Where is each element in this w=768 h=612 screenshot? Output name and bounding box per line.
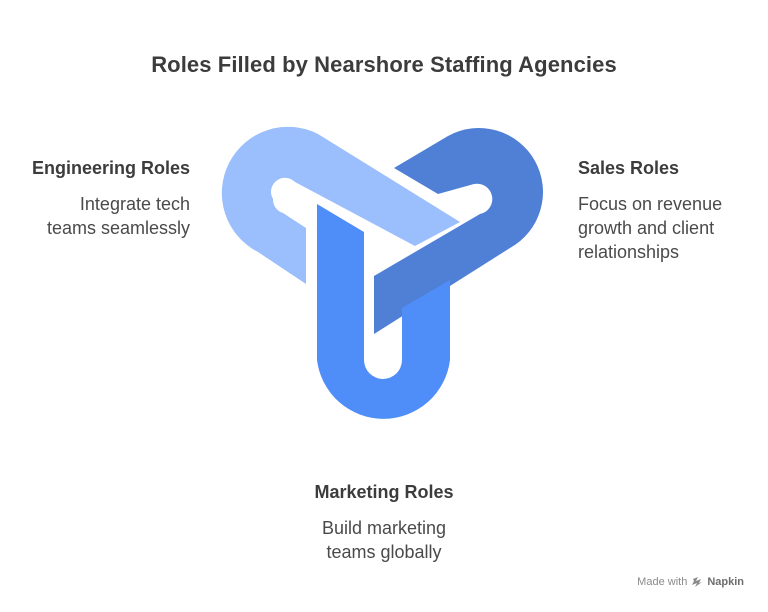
- engineering-description-line: Integrate tech: [79, 194, 190, 214]
- sales-description-line: Focus on revenue: [578, 194, 723, 214]
- marketing-loop: [317, 204, 450, 419]
- engineering-heading: Engineering Roles: [31, 158, 190, 178]
- marketing-description-line: teams globally: [326, 542, 442, 562]
- engineering-description-line: teams seamlessly: [46, 218, 190, 238]
- engineering-description: Integrate tech teams seamlessly: [47, 192, 190, 240]
- engineering-loop: [221, 126, 460, 284]
- sales-description: Focus on revenue growth and client relat…: [578, 192, 722, 264]
- napkin-logo-icon: [692, 577, 703, 587]
- sales-loop: [374, 128, 543, 334]
- marketing-description: Build marketing teams globally: [284, 516, 484, 564]
- made-with-footer[interactable]: Made with Napkin: [637, 576, 744, 588]
- page-title: Roles Filled by Nearshore Staffing Agenc…: [151, 52, 617, 77]
- sales-heading: Sales Roles: [578, 158, 680, 178]
- sales-description-line: relationships: [578, 242, 680, 262]
- marketing-description-line: Build marketing: [321, 518, 447, 538]
- marketing-heading: Marketing Roles: [314, 482, 454, 502]
- napkin-brand: Napkin: [707, 576, 744, 588]
- made-with-label: Made with: [637, 576, 688, 588]
- sales-description-line: growth and client: [578, 218, 715, 238]
